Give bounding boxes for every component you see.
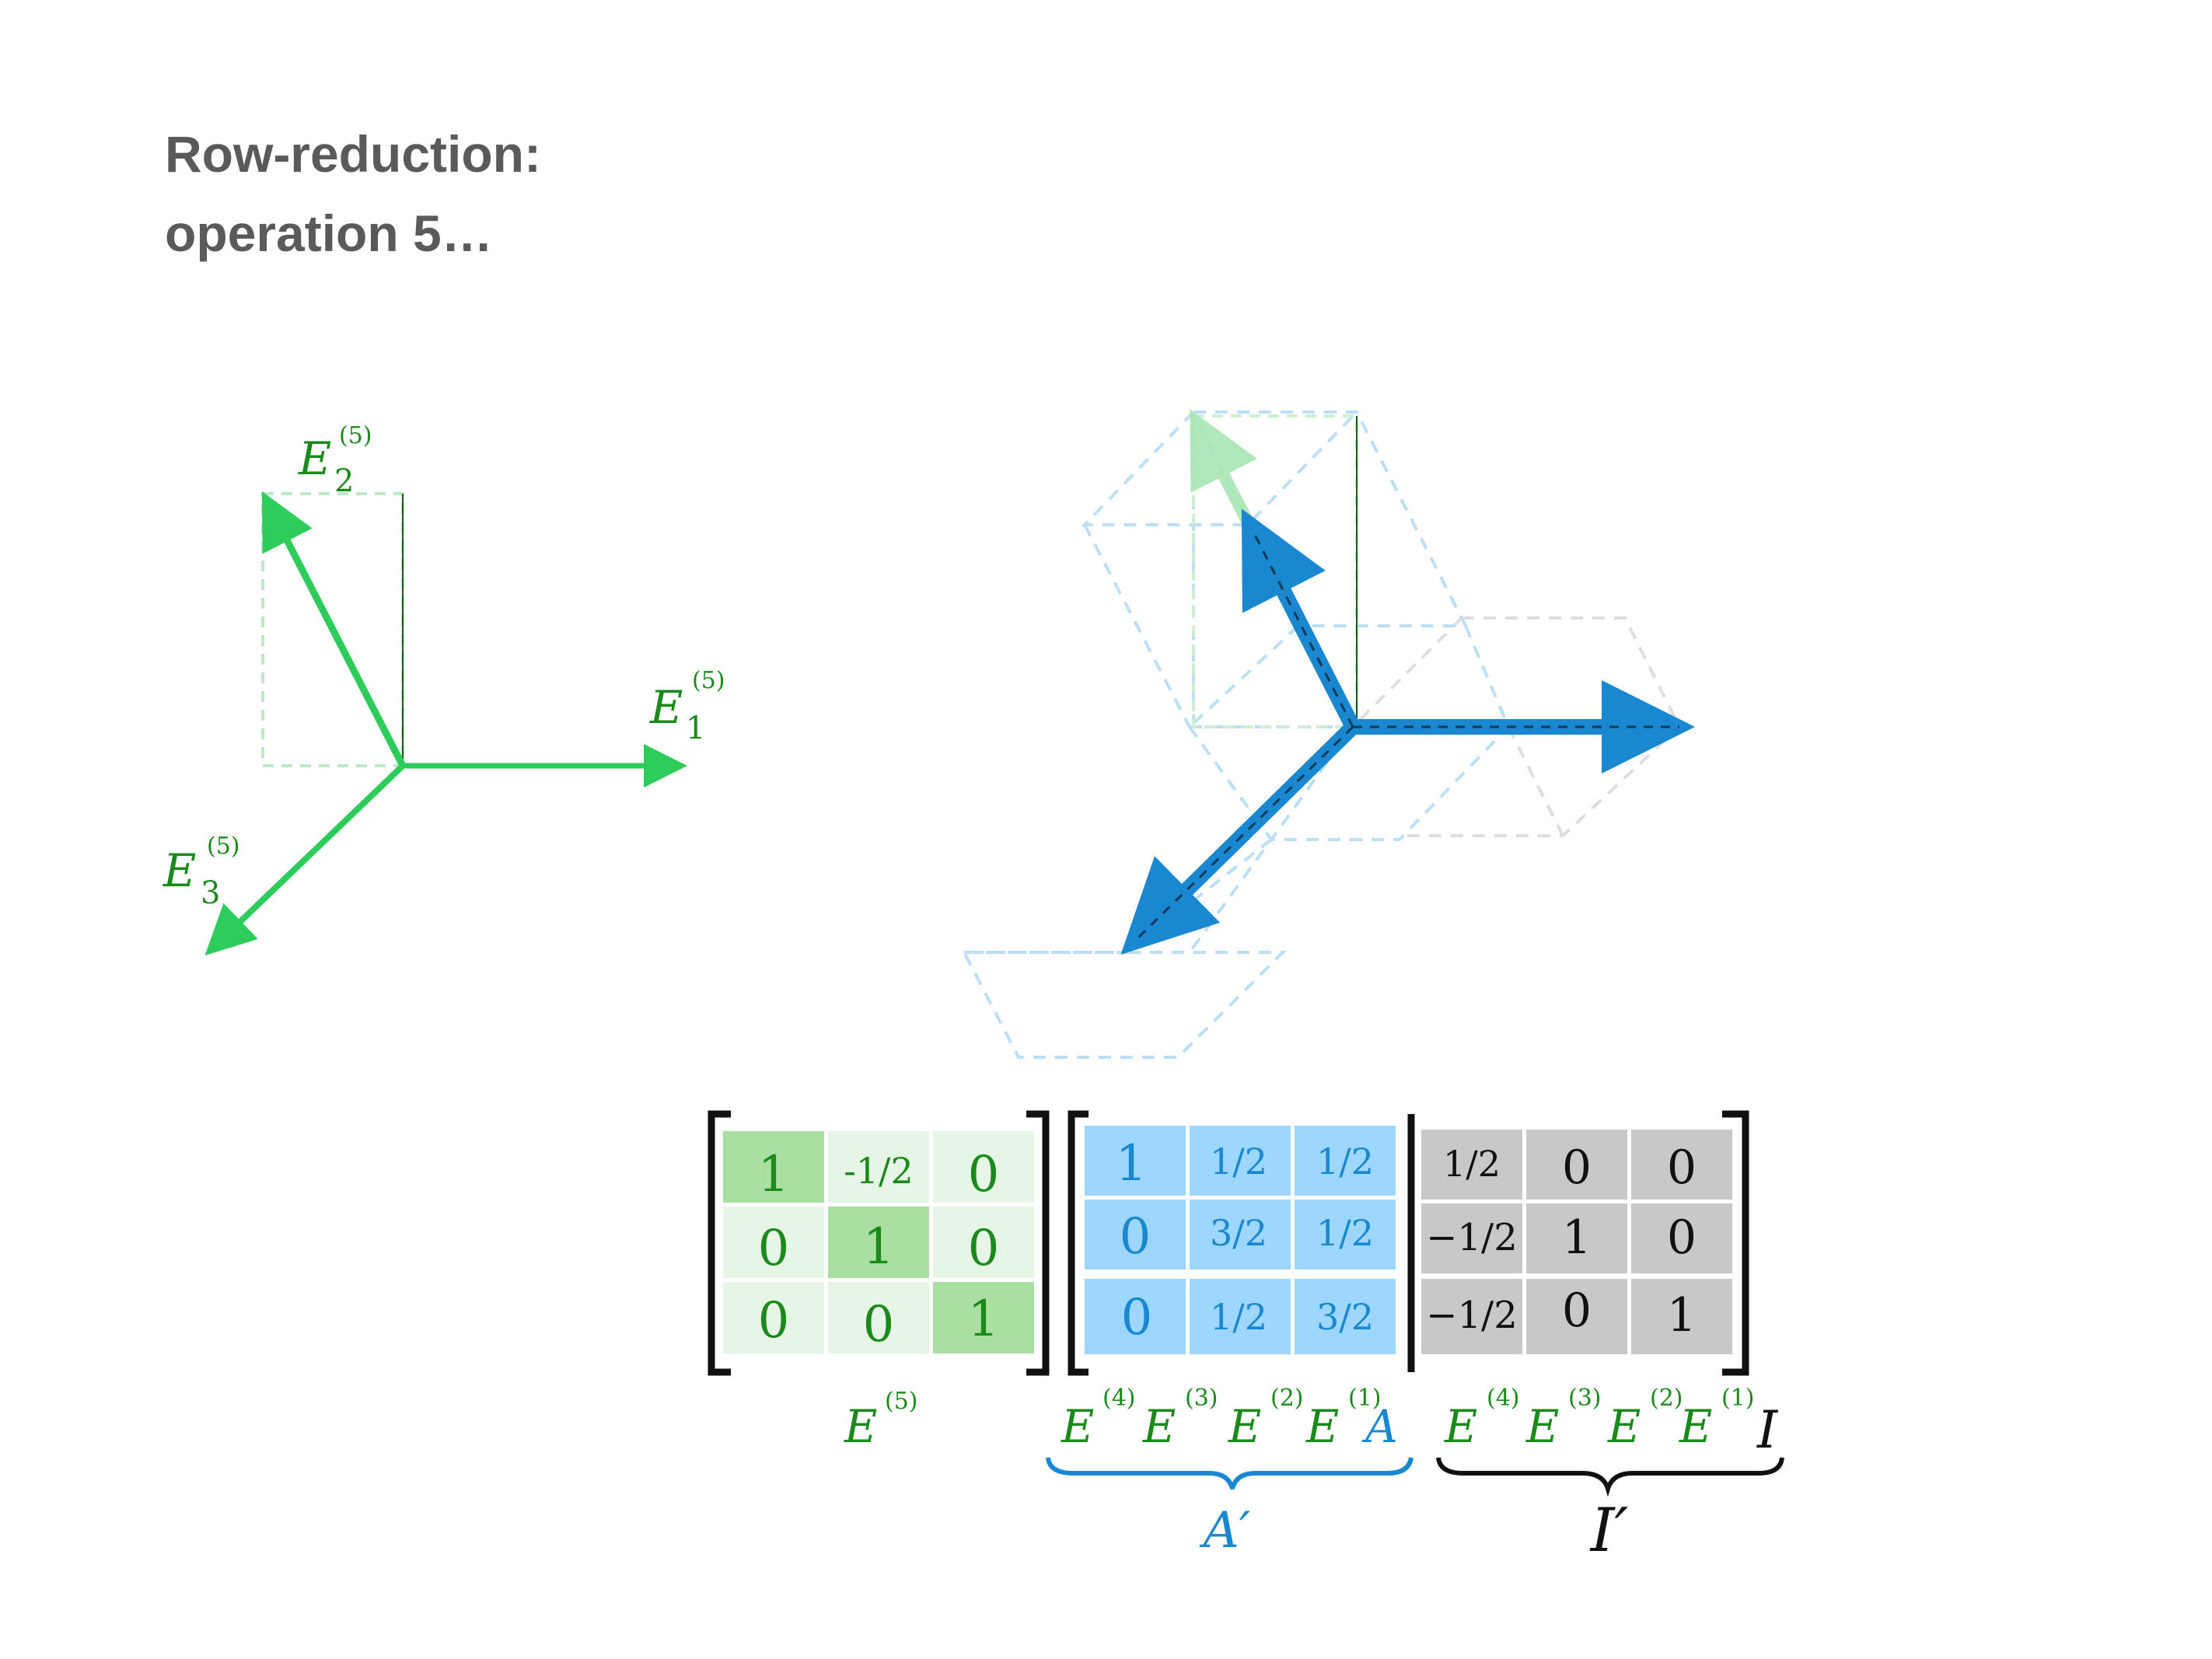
i-prod-i: I bbox=[1756, 1400, 1779, 1460]
i-cell-r3c1: −1/2 bbox=[1426, 1294, 1517, 1337]
e5-cell-r3c3: 1 bbox=[968, 1291, 1000, 1348]
matrices: 1 -1/2 0 0 1 0 0 0 1 1 1/2 bbox=[708, 1110, 1784, 1566]
i-prime-label: I′ bbox=[1589, 1496, 1629, 1566]
matrix-e5: 1 -1/2 0 0 1 0 0 0 1 bbox=[723, 1131, 1034, 1353]
a-prod-e4-sup: (4) bbox=[1103, 1385, 1136, 1412]
a-cell-r3c2: 1/2 bbox=[1210, 1296, 1267, 1338]
e1-base: E bbox=[649, 681, 683, 734]
e5-label-base: E bbox=[844, 1400, 877, 1453]
i-prod-e2-sup: (2) bbox=[1650, 1385, 1683, 1412]
e3-label: E 3 (5) bbox=[162, 833, 240, 911]
e2-arrow bbox=[261, 491, 407, 768]
e2-base: E bbox=[298, 432, 331, 485]
e3-base: E bbox=[162, 844, 196, 897]
a-cell-r1c2: 1/2 bbox=[1210, 1140, 1267, 1182]
e5-cell-r3c2: 0 bbox=[863, 1296, 895, 1353]
i-cell-r3c2: 0 bbox=[1562, 1284, 1592, 1338]
e2-sub: 2 bbox=[334, 463, 354, 499]
i-prod-e3-sup: (3) bbox=[1568, 1385, 1602, 1412]
dark-dashed-overlay bbox=[1134, 528, 1679, 942]
e3-sup: (5) bbox=[207, 833, 240, 860]
e1-sub: 1 bbox=[686, 711, 705, 746]
e5-cell-r3c1: 0 bbox=[758, 1292, 790, 1350]
i-prime-brace bbox=[1436, 1457, 1784, 1497]
e2-label: E 2 (5) bbox=[298, 422, 372, 499]
i-cell-r2c2: 1 bbox=[1562, 1210, 1592, 1265]
e5-cell-r1c2: -1/2 bbox=[844, 1150, 914, 1192]
e5-cell-r1c3: 0 bbox=[968, 1146, 1000, 1203]
e5-label-sup: (5) bbox=[885, 1388, 918, 1415]
i-prod-e2: E bbox=[1607, 1400, 1641, 1453]
i-cell-r1c3: 0 bbox=[1667, 1140, 1697, 1195]
a-prod-e4: E bbox=[1061, 1400, 1094, 1453]
e5-cell-r1c1: 1 bbox=[758, 1146, 790, 1203]
e1-label: E 1 (5) bbox=[649, 667, 725, 746]
slide-title-line1: Row-reduction: bbox=[165, 125, 541, 183]
a-prod-e1-sup: (1) bbox=[1348, 1385, 1382, 1412]
a-prod-e1: E bbox=[1305, 1400, 1339, 1453]
a-prod-e2-sup: (2) bbox=[1270, 1385, 1304, 1412]
a-cell-r3c1: 0 bbox=[1121, 1289, 1153, 1346]
a-cell-r1c3: 1/2 bbox=[1316, 1140, 1374, 1182]
right-diagram bbox=[961, 409, 1695, 1059]
a-prime-brace bbox=[1046, 1457, 1414, 1490]
matrix-a-prime: 1 1/2 1/2 0 3/2 1/2 0 1/2 3/2 bbox=[1085, 1126, 1396, 1354]
i-cell-r3c3: 1 bbox=[1667, 1288, 1697, 1343]
e3-sub: 3 bbox=[201, 875, 220, 911]
matrix-brackets bbox=[708, 1110, 1749, 1376]
i-cell-r2c3: 0 bbox=[1667, 1210, 1697, 1265]
i-prod-e1: E bbox=[1679, 1400, 1712, 1453]
left-diagram: E 1 (5) E 2 (5) E 3 (5) bbox=[162, 422, 725, 956]
matrix-i-prime: 1/2 0 0 −1/2 1 0 −1/2 0 1 bbox=[1421, 1130, 1732, 1354]
i-cell-r2c1: −1/2 bbox=[1426, 1216, 1517, 1259]
i-prod-e4: E bbox=[1444, 1400, 1477, 1453]
a-cell-r2c2: 3/2 bbox=[1210, 1212, 1267, 1254]
i-cell-r1c1: 1/2 bbox=[1443, 1143, 1501, 1185]
i-product-label: E (4) E (3) E (2) E (1) I bbox=[1444, 1385, 1779, 1460]
e3-arrow bbox=[204, 763, 405, 956]
a-cell-r3c3: 3/2 bbox=[1316, 1296, 1374, 1338]
a-prod-e3: E bbox=[1142, 1400, 1176, 1453]
a-cell-r2c3: 1/2 bbox=[1316, 1212, 1374, 1254]
a-product-label: E (4) E (3) E (2) E (1) A bbox=[1061, 1385, 1398, 1453]
e5-cell-r2c2: 1 bbox=[863, 1218, 895, 1276]
e2-sup: (5) bbox=[339, 422, 372, 449]
a-prime-label: A′ bbox=[1200, 1502, 1251, 1559]
e5-cell-r2c3: 0 bbox=[968, 1220, 1000, 1277]
a-cell-r1c1: 1 bbox=[1116, 1135, 1148, 1193]
a-prod-a: A bbox=[1361, 1400, 1398, 1453]
e1-sup: (5) bbox=[692, 667, 725, 694]
i-prod-e3: E bbox=[1525, 1400, 1559, 1453]
i-cell-r1c2: 0 bbox=[1562, 1140, 1592, 1195]
slide-title-line2: operation 5… bbox=[165, 204, 493, 262]
e5-cell-r2c1: 0 bbox=[758, 1220, 790, 1277]
e5-label: E (5) bbox=[844, 1388, 918, 1453]
i-prod-e1-sup: (1) bbox=[1721, 1385, 1755, 1412]
i-prod-e4-sup: (4) bbox=[1487, 1385, 1520, 1412]
a3-arrow bbox=[1120, 721, 1359, 955]
a-prod-e3-sup: (3) bbox=[1185, 1385, 1218, 1412]
a-cell-r2c1: 0 bbox=[1120, 1208, 1151, 1266]
a-prod-e2: E bbox=[1228, 1400, 1261, 1453]
